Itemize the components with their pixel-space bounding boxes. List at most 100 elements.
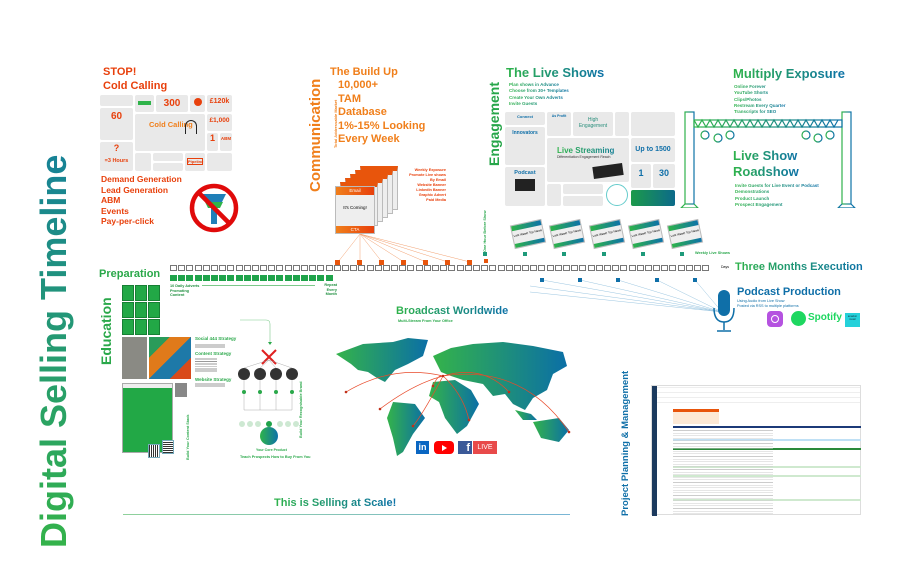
- advert-tile: [135, 285, 147, 301]
- build-up-list: 10,000+ TAM Database 1%-15% Looking Ever…: [338, 79, 425, 147]
- text-lines: [195, 343, 225, 348]
- day-box: [620, 265, 628, 271]
- list-item: Paid Media: [426, 198, 446, 202]
- youtube-icon[interactable]: [434, 441, 454, 454]
- day-box: [415, 265, 423, 271]
- stat-1: 1: [209, 133, 215, 143]
- day-box: [219, 265, 227, 271]
- thumbnail: [175, 383, 187, 397]
- live-badge: LIVE: [473, 441, 497, 454]
- prep-day-box: [178, 275, 186, 281]
- engagement-label: Engagement: [486, 81, 502, 166]
- list-item: Weekly Exposure: [414, 168, 446, 172]
- repeat-label: Repeat Every Month: [324, 283, 337, 296]
- up-to-tile: Up to 1500: [635, 146, 671, 153]
- card-text: Last Week! Top News: [670, 228, 700, 238]
- marketing-list: Demand Generation Lead Generation ABM Ev…: [101, 174, 182, 227]
- stop-heading: STOP!: [103, 66, 137, 78]
- social-tiles: [149, 337, 191, 379]
- podcast-sub: Using Audio from Live Show Posted via RS…: [737, 299, 799, 309]
- prep-day-box: [235, 275, 243, 281]
- text-lines: [195, 383, 225, 387]
- day-box: [448, 265, 456, 271]
- high-engagement-tile: High Engagement: [578, 117, 608, 129]
- day-box: [350, 265, 358, 271]
- day-box: [456, 265, 464, 271]
- list-item: Lead Generation: [101, 184, 169, 195]
- text-lines: [195, 357, 217, 372]
- day-box: [178, 265, 186, 271]
- list-item: Demand Generation: [101, 174, 182, 184]
- day-box: [563, 265, 570, 271]
- prep-day-box: [194, 275, 202, 281]
- day-box: [440, 265, 448, 271]
- qr-code-icon: [162, 440, 174, 454]
- day-box: [268, 265, 276, 271]
- cold-calling-tile: Cold Calling: [149, 120, 193, 129]
- apple-podcasts-icon[interactable]: [767, 311, 783, 327]
- prep-day-box: [202, 275, 210, 281]
- email-card-stack: Email It's Coming! CTA: [335, 166, 405, 236]
- day-box: [685, 265, 693, 271]
- marker: [484, 259, 488, 263]
- preparation-heading: Preparation: [99, 268, 161, 280]
- day-box: [587, 265, 595, 271]
- live-show-card: Last Week! Top News: [588, 218, 626, 250]
- prep-day-box: [260, 275, 268, 281]
- list-item: ABM: [101, 195, 121, 206]
- day-box: [210, 265, 218, 271]
- content-flow-diagram: [238, 319, 299, 445]
- spotify-icon[interactable]: [791, 311, 806, 326]
- list-item: TAM: [338, 92, 362, 105]
- connect-tile: Connect: [517, 114, 533, 119]
- advert-tile: [122, 319, 134, 335]
- day-box: [694, 265, 701, 271]
- podcast-sub-line: Using Audio from Live Show: [737, 299, 785, 303]
- day-box: [309, 265, 317, 271]
- days-row: [170, 265, 710, 271]
- facebook-icon[interactable]: f: [458, 441, 472, 454]
- core-product-label: Your Core Product: [256, 448, 287, 452]
- day-box: [374, 265, 382, 271]
- live-show-card: Last Week! Top News: [548, 218, 586, 250]
- day-box: [358, 265, 366, 271]
- multiply-heading: Multiply Exposure: [733, 66, 845, 81]
- broadcast-sub: Multi-Stream From Your Office: [398, 319, 453, 323]
- live-show-card: Last Week! Top News: [627, 218, 665, 250]
- build-up-heading: The Build Up: [330, 66, 398, 78]
- list-item: Create Your Own Adverts: [509, 94, 563, 100]
- social-strategy: Social 444 Strategy: [195, 336, 237, 341]
- stat-1000: £1,000: [209, 117, 230, 124]
- advert-tile: [122, 285, 134, 301]
- main-title: Digital Selling Timeline: [33, 23, 75, 548]
- presenter-photo: [122, 337, 147, 379]
- day-box: [522, 265, 530, 271]
- day-box: [546, 265, 554, 271]
- spotify-label: Spotify: [808, 312, 842, 323]
- amazon-music-icon[interactable]: amazon music: [845, 313, 860, 327]
- prep-day-box: [301, 275, 308, 281]
- stat-60: 60: [110, 111, 123, 122]
- arrow-line: [202, 285, 315, 286]
- day-box: [186, 265, 194, 271]
- podcast-tile: Podcast: [514, 170, 536, 176]
- roadshow-heading: Live Show Roadshow: [733, 148, 799, 180]
- stat-30: 30: [658, 168, 669, 178]
- weekly-live-shows-label: Weekly Live Shows: [695, 251, 730, 255]
- email-connector-lines: [335, 233, 472, 265]
- day-box: [530, 265, 538, 271]
- linkedin-icon[interactable]: in: [416, 441, 429, 454]
- card-cta: CTA: [336, 226, 374, 233]
- list-item: Website Banner: [417, 183, 446, 187]
- live-show-card: Last Week! Top News: [509, 218, 547, 250]
- day-box: [538, 265, 546, 271]
- prep-day-box: [243, 275, 251, 281]
- execution-heading: Three Months Execution: [735, 261, 863, 273]
- day-box: [489, 265, 497, 271]
- microphone-icon: [713, 290, 735, 332]
- day-box: [603, 265, 611, 271]
- day-box: [636, 265, 644, 271]
- card-message: It's Coming!: [343, 205, 367, 210]
- day-box: [579, 265, 587, 271]
- day-box: [472, 265, 480, 271]
